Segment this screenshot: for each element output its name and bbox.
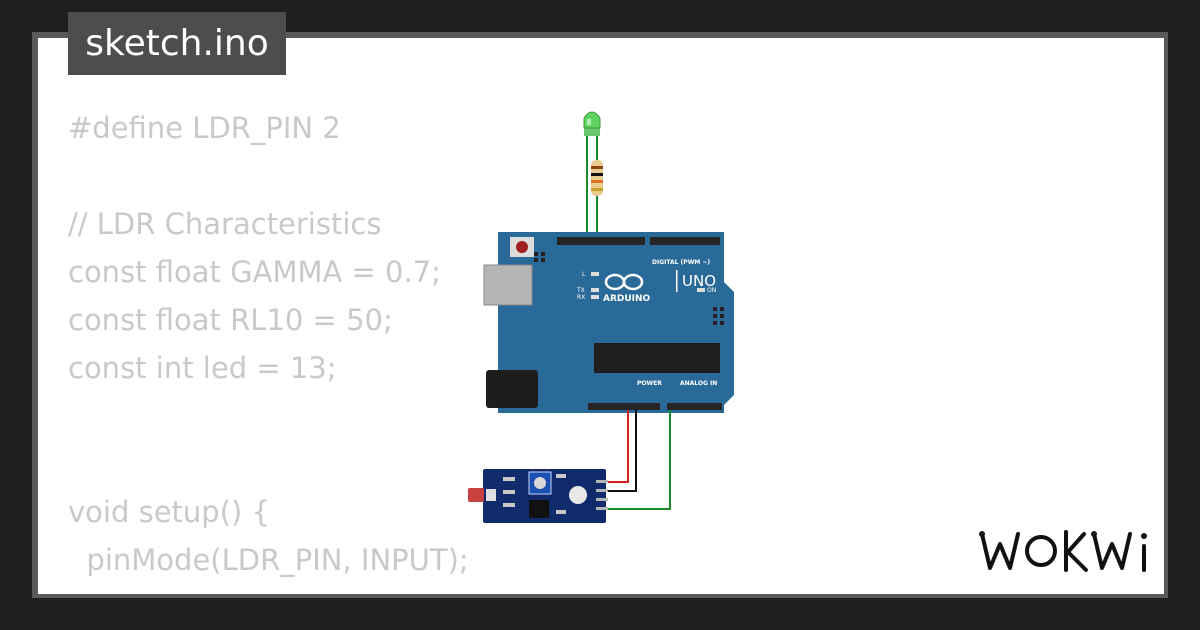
arduino-infinity-icon [604,273,644,291]
code-line: pinMode(LDR_PIN, INPUT); [68,543,469,577]
power-jack [486,370,538,408]
code-line: // LDR Characteristics [68,207,382,241]
svg-text:TX: TX [576,287,585,294]
circuit-diagram: ARDUINO UNO DIGITAL (PWM ~) ON L TX RX P… [468,111,734,523]
comparator-chip [529,500,549,518]
svg-text:UNO: UNO [682,272,716,290]
svg-text:ON: ON [707,287,716,294]
file-tab[interactable]: sketch.ino [68,12,286,75]
led-green[interactable] [583,111,601,136]
arduino-uno-board[interactable]: ARDUINO UNO DIGITAL (PWM ~) ON L TX RX P… [483,232,734,413]
code-line: pinMode(led, OUTPUT); [68,584,469,594]
svg-text:RX: RX [577,294,585,301]
code-line: void setup() { [68,495,270,529]
preview-card: #define LDR_PIN 2 // LDR Characteristics c… [38,38,1164,594]
svg-text:POWER: POWER [637,380,662,387]
code-line: #define LDR_PIN 2 [68,111,341,145]
usb-port [483,264,533,306]
code-line: const int led = 13; [68,351,337,385]
code-line: const float RL10 = 50; [68,303,393,337]
svg-text:DIGITAL (PWM ~): DIGITAL (PWM ~) [652,259,710,266]
resistor[interactable] [591,160,603,196]
photoresistor [468,488,484,502]
sensor-wires [608,410,671,510]
microcontroller-chip [594,343,720,373]
code-preview: #define LDR_PIN 2 // LDR Characteristics c… [68,104,469,594]
code-line: const float GAMMA = 0.7; [68,255,441,289]
wokwi-logo [979,530,1147,572]
svg-text:L: L [582,271,586,278]
svg-text:ANALOG IN: ANALOG IN [680,380,717,387]
svg-text:ARDUINO: ARDUINO [603,294,651,304]
ldr-sensor-module[interactable] [468,469,608,523]
